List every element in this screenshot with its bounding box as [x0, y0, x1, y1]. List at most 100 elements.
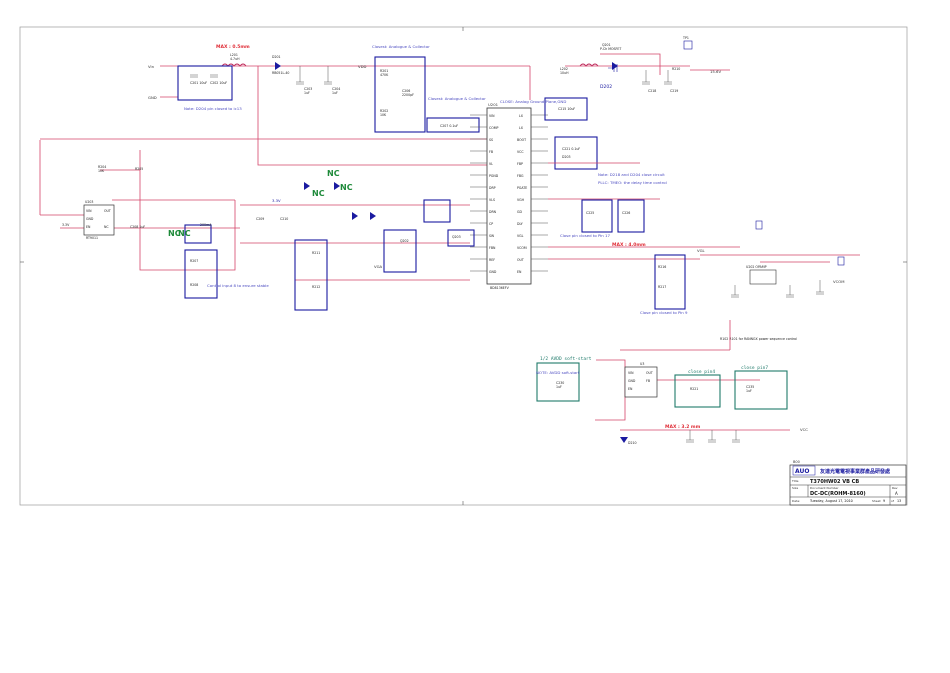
vcom-label: VCOM: [833, 279, 845, 284]
tb-sheet-label: Sheet: [872, 499, 881, 503]
tb-title-label: Title: [791, 479, 799, 483]
diode-d205: [304, 182, 310, 190]
output-inductor: [579, 63, 599, 67]
note-n11: NOTE: AVDD soft-start: [536, 370, 580, 375]
tb-date-label: Date:: [792, 499, 800, 503]
tb-date: Tuesday, August 17, 2010: [809, 499, 853, 503]
tb-rev-label: Rev: [892, 486, 898, 490]
svg-text:L202: L202: [560, 67, 568, 71]
svg-text:GND: GND: [86, 217, 94, 221]
svg-text:C208 1uF: C208 1uF: [130, 225, 145, 229]
sheet-border: [19, 26, 908, 506]
svg-text:LX: LX: [519, 126, 524, 130]
svg-text:SS: SS: [489, 138, 493, 142]
caps-output: [642, 70, 672, 85]
svg-text:REF: REF: [489, 258, 495, 262]
close-pin4-label: close pin4: [688, 369, 715, 375]
svg-text:3.3V: 3.3V: [62, 223, 70, 227]
svg-text:VCC: VCC: [517, 150, 524, 154]
svg-text:U202 OPAMP: U202 OPAMP: [746, 265, 767, 269]
comp-network-block: [374, 56, 426, 133]
tb-rev: A: [895, 491, 898, 496]
svg-text:DLY: DLY: [517, 222, 523, 226]
svg-text:PGND: PGND: [489, 174, 499, 178]
svg-text:FBN: FBN: [489, 246, 496, 250]
note-n3: CLOSE: Analog Ground Plane,GND: [500, 99, 566, 104]
svg-text:U203: U203: [85, 200, 93, 204]
svg-text:CP: CP: [489, 222, 493, 226]
svg-text:1uF: 1uF: [746, 389, 752, 393]
test-point-top: [683, 40, 693, 50]
svg-text:BOOT: BOOT: [517, 138, 526, 142]
svg-text:FBP: FBP: [517, 162, 523, 166]
vin-label: Vin: [148, 64, 155, 69]
main-ic-part: BD8136EFV: [490, 286, 510, 290]
note-n6: Close pin closed to Pin 9: [640, 310, 688, 315]
svg-text:C207 0.1uF: C207 0.1uF: [440, 124, 458, 128]
vcc-label: VCC: [800, 427, 808, 432]
test-point-vgl: [755, 220, 763, 230]
soft-start-label: 1/2 AVDD soft-start: [540, 356, 592, 362]
vgh-cap-block: [554, 136, 598, 170]
out-cap-block-top: [544, 97, 588, 121]
cp-switch-block: [447, 229, 475, 247]
svg-text:1uF: 1uF: [332, 91, 338, 95]
diode-d206: [334, 182, 340, 190]
max-05-label: MAX : 0.5mm: [216, 44, 250, 50]
main-ic-body: [486, 107, 532, 285]
svg-text:OUT: OUT: [104, 209, 111, 213]
svg-text:P-Ch MOSFET: P-Ch MOSFET: [600, 47, 621, 51]
nc-label-2: NC: [178, 229, 191, 238]
svg-text:R208: R208: [190, 283, 198, 287]
svg-text:R201: R201: [380, 69, 388, 73]
svg-text:2200pF: 2200pF: [402, 93, 414, 97]
left-ldo-ic: [83, 204, 115, 236]
svg-text:C221 0.1uF: C221 0.1uF: [562, 147, 580, 151]
svg-text:DRP: DRP: [489, 186, 496, 190]
svg-text:R221: R221: [690, 387, 698, 391]
svg-text:1uF: 1uF: [556, 385, 562, 389]
svg-text:R205: R205: [135, 167, 143, 171]
input-inductor: [221, 63, 247, 67]
border-ticks: [20, 27, 907, 505]
ss-block: [426, 117, 480, 133]
svg-text:VGL: VGL: [517, 234, 524, 238]
svg-text:FB: FB: [489, 150, 493, 154]
svg-text:C219: C219: [670, 89, 678, 93]
tb-sheet: 9: [883, 499, 885, 503]
l201-label: L201: [230, 53, 238, 57]
svg-text:R210: R210: [672, 67, 680, 71]
svg-text:TP1: TP1: [682, 36, 689, 40]
svg-text:R216: R216: [658, 265, 666, 269]
note-n8: Control input 8 to ensure stable: [207, 283, 269, 288]
svg-text:10uH: 10uH: [560, 71, 569, 75]
charge-pump-block: [383, 229, 417, 273]
svg-text:OUT: OUT: [646, 371, 653, 375]
close-pin7-label: close pin7: [741, 365, 768, 371]
svg-text:C230: C230: [556, 381, 564, 385]
svg-text:FBG: FBG: [517, 174, 524, 178]
left-ic-part: RT9011: [86, 236, 98, 240]
u3-label: U3: [640, 362, 644, 366]
svg-text:Q203: Q203: [452, 235, 461, 239]
diode-d210: [620, 437, 628, 443]
tb-sheets: 13: [897, 499, 901, 503]
svg-text:VIN: VIN: [489, 114, 495, 118]
svg-text:RB051L-40: RB051L-40: [272, 71, 289, 75]
svg-text:C206: C206: [402, 89, 410, 93]
v-3v3-rail-label: 3.3V: [272, 198, 281, 203]
close-pin4-block: [674, 374, 721, 408]
input-caps: [190, 74, 218, 78]
svg-text:EN: EN: [86, 225, 91, 229]
svg-text:VLS: VLS: [489, 198, 495, 202]
vgh-block-2: [617, 199, 645, 233]
svg-text:VIN: VIN: [86, 209, 92, 213]
vga-label: VGA: [374, 264, 383, 269]
svg-text:VL: VL: [489, 162, 493, 166]
hva-label: 15.6V: [710, 69, 721, 74]
svg-text:PGATE: PGATE: [517, 186, 527, 190]
svg-text:10K: 10K: [380, 113, 387, 117]
svg-text:FB: FB: [646, 379, 650, 383]
